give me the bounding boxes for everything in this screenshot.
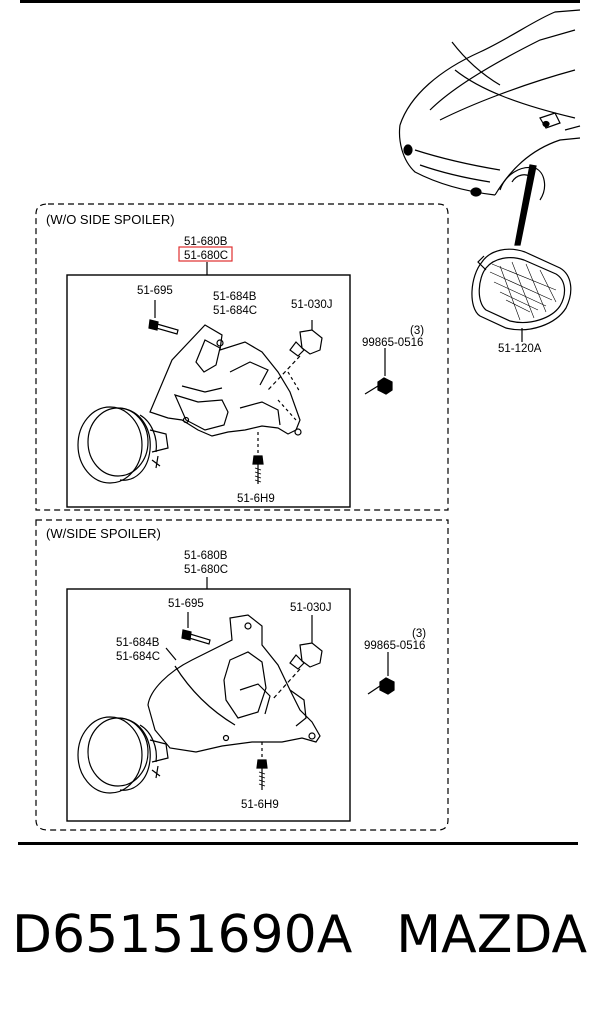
- section-2-bolt-icon: [367, 652, 395, 695]
- section-1-box: [66, 274, 351, 508]
- brand-name: MAZDA: [396, 905, 588, 965]
- side-lamp-label: 51-120A: [498, 343, 542, 355]
- section-1-bottom-screw-icon: [252, 432, 264, 484]
- side-lamp-pointer: [514, 164, 537, 246]
- section-2-title: (W/SIDE SPOILER): [46, 526, 161, 541]
- section-1-title: (W/O SIDE SPOILER): [46, 212, 175, 227]
- section-1-bulb-icon: [267, 320, 323, 391]
- section-2-fog-lamp-icon: [77, 716, 169, 794]
- section-2-box: [66, 588, 351, 822]
- section-2-bolt-label: 99865-0516: [364, 640, 425, 652]
- car-outline-icon: [398, 9, 581, 201]
- section-1-bolt-qty: (3): [410, 325, 424, 337]
- section-2-bolt-qty: (3): [412, 628, 426, 640]
- section-2-bottom-screw-label: 51-6H9: [241, 799, 279, 811]
- section-2-screw-icon: [181, 612, 211, 645]
- bottom-rule: [18, 842, 578, 845]
- section-1-bolt-icon: [364, 348, 393, 395]
- top-rule: [20, 0, 580, 3]
- section-2-housing-b: 51-684B: [116, 637, 160, 649]
- section-2-frame: [35, 519, 449, 831]
- section-2-housing-c: 51-684C: [116, 651, 160, 663]
- section-2-screw-label: 51-695: [168, 598, 204, 610]
- section-2-bulb-icon: [271, 615, 323, 701]
- section-1-screw-label: 51-695: [137, 285, 173, 297]
- part-number: D65151690A: [12, 905, 353, 965]
- section-1-frame: [35, 203, 449, 511]
- fog-lamp-right-marker: [470, 187, 482, 197]
- section-2-bracket-icon: [147, 614, 321, 753]
- caption: D65151690A MAZDA: [12, 900, 592, 970]
- section-1-housing-b: 51-684B: [213, 291, 257, 303]
- section-1-bolt-label: 99865-0516: [362, 337, 423, 349]
- section-1-assembly-b: 51-680B: [184, 236, 228, 248]
- section-1-bracket-icon: [149, 324, 302, 437]
- section-2-assembly-c: 51-680C: [184, 564, 228, 576]
- section-1-assembly-c: 51-680C: [184, 250, 228, 262]
- section-1-housing-c: 51-684C: [213, 305, 257, 317]
- assembly-highlight: [178, 246, 233, 262]
- section-1-fog-lamp-icon: [77, 406, 169, 484]
- section-2-bulb-label: 51-030J: [290, 602, 332, 614]
- section-2-assembly-b: 51-680B: [184, 550, 228, 562]
- section-1-bulb-label: 51-030J: [291, 299, 333, 311]
- section-2-bottom-screw-icon: [256, 742, 268, 790]
- side-lamp-icon: [471, 248, 572, 342]
- fog-lamp-left-marker: [403, 144, 413, 156]
- section-1-screw-icon: [148, 300, 179, 335]
- parts-diagram: (W/O SIDE SPOILER) 51-680B 51-680C 51-69…: [35, 9, 581, 831]
- section-1-bottom-screw-label: 51-6H9: [237, 493, 275, 505]
